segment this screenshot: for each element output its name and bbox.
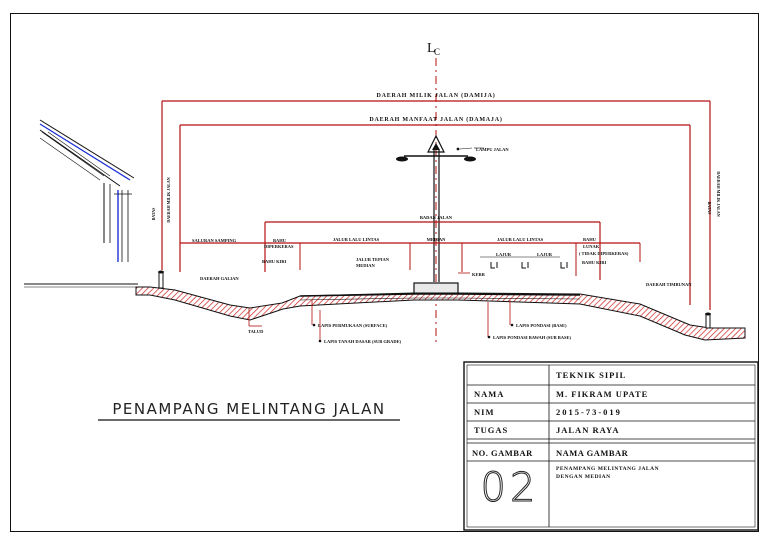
surface-label: LAPIS PERMUKAAN (SURFACE) bbox=[318, 323, 388, 328]
damija-right-line1: BATAS bbox=[707, 202, 712, 216]
kerb-label: KERB bbox=[472, 272, 485, 277]
jalur-tepian-label: JALUR TEPIAN bbox=[356, 257, 390, 262]
nama-gambar-line2: DENGAN MEDIAN bbox=[556, 474, 611, 480]
road-body-hatched bbox=[135, 286, 746, 341]
drawing-title: PENAMPANG MELINTANG JALAN bbox=[112, 400, 386, 418]
damija-label: DAERAH MILIK JALAN (DAMIJA) bbox=[376, 92, 495, 99]
badan-jalan-label: BADAN JALAN bbox=[420, 215, 453, 220]
nim-value: 2015-73-019 bbox=[556, 407, 622, 417]
lane-marks bbox=[480, 256, 568, 269]
tugas-value: JALAN RAYA bbox=[556, 425, 620, 435]
damija-left-line2: DAERAH MILIK JALAN bbox=[166, 177, 171, 222]
bahu-left-label: BAHU bbox=[273, 238, 287, 243]
house-illustration bbox=[24, 119, 138, 288]
median2-label: MEDIAN bbox=[356, 263, 375, 268]
left-post bbox=[158, 271, 164, 289]
bahu-right-label: BAHU bbox=[583, 237, 597, 242]
daerah-timbunan-label: DAERAH TIMBUNAN bbox=[646, 282, 692, 287]
damija-left-line1: BATAS bbox=[151, 207, 156, 221]
tidak-diperkeras-label: ( TIDAK DIPERKERAS) bbox=[579, 251, 629, 256]
bahu-kiri-label: BAHU KIRI bbox=[262, 259, 287, 264]
daerah-galian-label: DAERAH GALIAN bbox=[200, 276, 239, 281]
centerline-symbol: L bbox=[427, 41, 436, 56]
nama-label: NAMA bbox=[474, 389, 505, 399]
lampu-label: LAMPU JALAN bbox=[476, 147, 509, 152]
centerline-subscript: C bbox=[434, 47, 440, 57]
lajur1-label: LAJUR bbox=[496, 252, 512, 257]
right-post bbox=[705, 313, 711, 329]
talud-label: TALUD bbox=[248, 329, 264, 334]
subbase-label: LAPIS PONDASI BAWAH (SUB BASE) bbox=[493, 335, 572, 340]
nama-value: M. FIKRAM UPATE bbox=[556, 389, 649, 399]
street-lamp bbox=[396, 134, 484, 282]
lunak-label: LUNAK bbox=[583, 244, 600, 249]
no-gambar-label: NO. GAMBAR bbox=[472, 448, 533, 458]
sheet-border bbox=[10, 13, 759, 532]
jalur-right-label: JALUR LALU LINTAS bbox=[497, 237, 544, 242]
saluran-samping-label: SALURAN SAMPING bbox=[192, 238, 237, 243]
nama-gambar-label: NAMA GAMBAR bbox=[556, 448, 629, 458]
nim-label: NIM bbox=[474, 407, 495, 417]
median-label: MEDIAN bbox=[427, 237, 446, 242]
bahu-kiri2-label: BAHU KIRI bbox=[582, 260, 607, 265]
drawing-number: 02 bbox=[480, 465, 540, 512]
subgrade-label: LAPIS TANAH DASAR (SUB GRADE) bbox=[324, 339, 402, 344]
title-block-header: TEKNIK SIPIL bbox=[556, 370, 627, 380]
title-block bbox=[463, 361, 759, 531]
diperkeras-label: DIPERKERAS bbox=[264, 244, 294, 249]
jalur-left-label: JALUR LALU LINTAS bbox=[333, 237, 380, 242]
tugas-label: TUGAS bbox=[474, 425, 509, 435]
damija-right-line2: DAERAH MILIK JALAN bbox=[716, 171, 721, 216]
damaja-label: DAERAH MANFAAT JALAN (DAMAJA) bbox=[369, 116, 502, 123]
base-label: LAPIS PONDASI (BASE) bbox=[516, 323, 567, 328]
lajur2-label: LAJUR bbox=[537, 252, 553, 257]
nama-gambar-line1: PENAMPANG MELINTANG JALAN bbox=[556, 466, 660, 472]
